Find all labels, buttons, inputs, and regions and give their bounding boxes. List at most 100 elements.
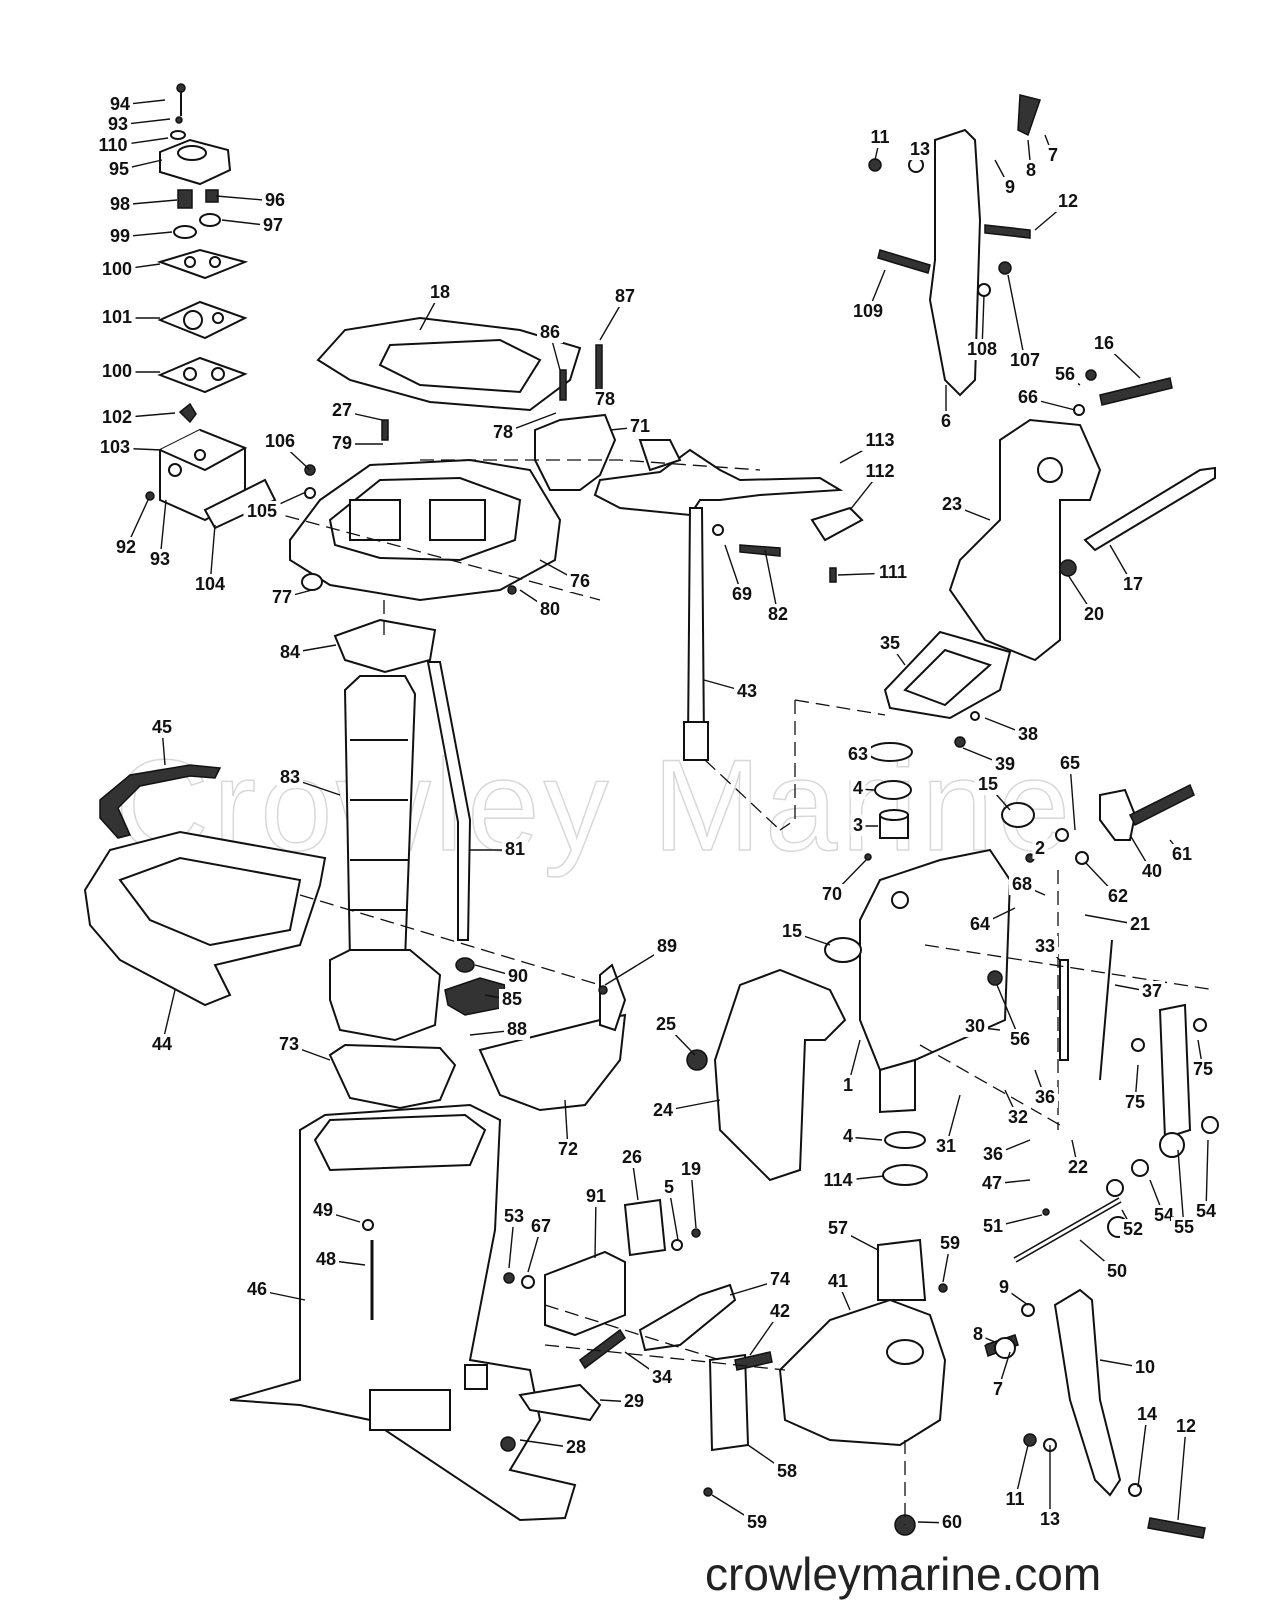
callout-number: 112 <box>865 461 894 481</box>
callout-number: 91 <box>586 1186 606 1206</box>
callout-number: 110 <box>98 135 127 155</box>
callout-backdrop <box>1002 177 1018 198</box>
callout-backdrop <box>310 1200 336 1221</box>
callout-backdrop <box>106 159 132 180</box>
callout-backdrop <box>767 1269 793 1290</box>
washer-63 <box>867 742 913 762</box>
callout-number: 22 <box>1068 1157 1088 1177</box>
callout-backdrop <box>1009 874 1035 895</box>
swivel-bracket-1 <box>859 848 1012 1114</box>
callout-number: 37 <box>1142 981 1162 1001</box>
callout-backdrop <box>1023 160 1039 181</box>
callout-backdrop <box>990 1379 1006 1400</box>
callout-number: 20 <box>1084 604 1104 624</box>
callout-number: 21 <box>1130 914 1150 934</box>
callout-backdrop <box>650 1100 676 1121</box>
callout-backdrop <box>499 989 525 1010</box>
callout-number: 109 <box>853 301 883 321</box>
callout-backdrop <box>313 1249 339 1270</box>
callout-leader <box>1205 1139 1209 1213</box>
callout-number: 10 <box>1135 1357 1155 1377</box>
bracket-6 <box>928 128 982 397</box>
callout-backdrop <box>147 549 173 570</box>
callout-number: 25 <box>656 1014 676 1034</box>
callout-number: 93 <box>150 549 170 569</box>
callout-number: 75 <box>1193 1059 1213 1079</box>
callout-backdrop <box>504 1019 530 1040</box>
callout-number: 107 <box>1010 350 1040 370</box>
callout-number: 102 <box>102 407 132 427</box>
callout-number: 27 <box>332 400 352 420</box>
callout-number: 36 <box>983 1144 1003 1164</box>
callout-number: 101 <box>102 307 132 327</box>
callout-number: 9 <box>1005 177 1015 197</box>
bracket-10 <box>1053 1288 1122 1497</box>
callout-backdrop <box>874 562 912 583</box>
gasket-84 <box>333 618 437 674</box>
callout-number: 44 <box>152 1034 172 1054</box>
callout-backdrop <box>1045 145 1061 166</box>
callout-number: 81 <box>505 839 525 859</box>
callout-backdrop <box>653 1014 679 1035</box>
callout-backdrop <box>939 494 965 515</box>
callout-leader <box>1177 1149 1185 1229</box>
callout-number: 8 <box>973 1324 983 1344</box>
clamp-bracket-23 <box>948 418 1102 662</box>
callout-number: 67 <box>531 1216 551 1236</box>
callout-number: 61 <box>1172 844 1192 864</box>
callout-number: 89 <box>657 936 677 956</box>
callout-number: 56 <box>1055 364 1075 384</box>
callout-backdrop <box>1005 1107 1031 1128</box>
callout-number: 49 <box>313 1200 333 1220</box>
callout-backdrop <box>975 774 1001 795</box>
callout-number: 63 <box>848 744 868 764</box>
callout-number: 100 <box>102 259 132 279</box>
callout-number: 79 <box>332 433 352 453</box>
callout-backdrop <box>537 322 563 343</box>
callout-number: 65 <box>1060 753 1080 773</box>
callout-backdrop <box>963 339 1001 360</box>
callout-backdrop <box>734 681 760 702</box>
callout-number: 98 <box>110 194 130 214</box>
callout-backdrop <box>939 1512 965 1533</box>
callout-number: 1 <box>843 1075 853 1095</box>
callout-number: 76 <box>570 571 590 591</box>
callout-number: 11 <box>1005 1489 1024 1509</box>
callout-backdrop <box>505 966 531 987</box>
callout-number: 39 <box>995 754 1015 774</box>
callout-backdrop <box>107 226 133 247</box>
callout-number: 36 <box>1035 1087 1055 1107</box>
callout-number: 38 <box>1018 724 1038 744</box>
callout-backdrop <box>850 778 866 799</box>
exhaust-tube-83 <box>329 675 442 1042</box>
callout-number: 54 <box>1196 1201 1216 1221</box>
callout-number: 46 <box>247 1279 267 1299</box>
callout-backdrop <box>243 501 281 522</box>
callout-backdrop <box>1104 1261 1130 1282</box>
callout-number: 7 <box>1048 145 1058 165</box>
callout-number: 111 <box>879 562 907 582</box>
callout-number: 64 <box>970 914 990 934</box>
callout-backdrop <box>113 537 139 558</box>
callout-number: 84 <box>280 642 300 662</box>
callout-backdrop <box>260 215 286 236</box>
callout-backdrop <box>877 633 903 654</box>
callout-backdrop <box>619 1147 645 1168</box>
callout-number: 59 <box>747 1512 767 1532</box>
callout-backdrop <box>107 94 133 115</box>
callout-number: 5 <box>664 1177 674 1197</box>
callout-backdrop <box>107 194 133 215</box>
callout-backdrop <box>1015 387 1041 408</box>
callout-leader <box>1069 763 1076 831</box>
callout-number: 87 <box>615 286 635 306</box>
fasteners <box>304 94 1219 1539</box>
callout-backdrop <box>861 430 899 451</box>
callout-backdrop <box>1015 724 1041 745</box>
callout-backdrop <box>276 1034 302 1055</box>
part-drawings <box>83 83 1219 1539</box>
callout-number: 53 <box>504 1206 524 1226</box>
callout-backdrop <box>980 1216 1006 1237</box>
callout-backdrop <box>261 431 299 452</box>
callout-backdrop <box>1032 936 1058 957</box>
